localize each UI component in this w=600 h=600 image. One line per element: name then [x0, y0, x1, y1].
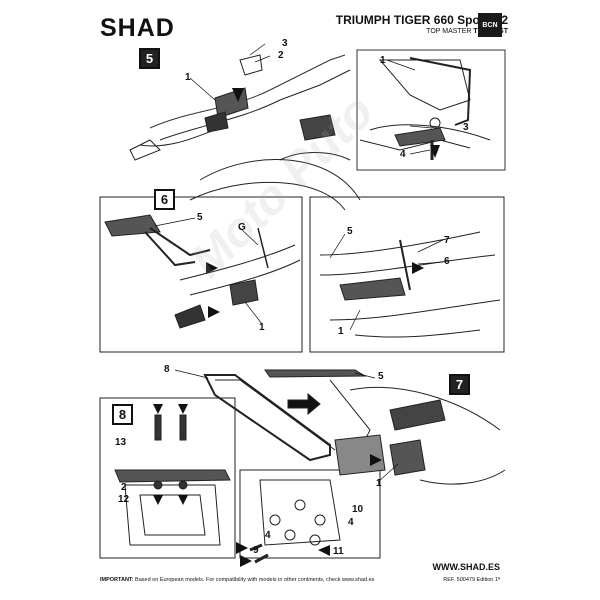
callout-s6-G: G — [238, 222, 246, 233]
step-8-badge: 8 — [112, 404, 133, 425]
callout-s7-5: 5 — [378, 371, 384, 382]
kit-prefix: TOP MASTER — [426, 28, 474, 35]
frame-8 — [99, 397, 236, 559]
callout-s5i-3: 3 — [463, 122, 469, 133]
callout-s8-13: 13 — [115, 437, 127, 448]
frame-6-inset — [309, 196, 505, 353]
callout-s5i-4: 4 — [400, 149, 406, 160]
website-link[interactable]: WWW.SHAD.ES — [432, 562, 501, 572]
important-note: IMPORTANT: Based on European models. For… — [100, 577, 374, 583]
callout-s8-4b: 4 — [265, 530, 271, 541]
inset-frame-5 — [356, 49, 506, 171]
callout-s6i-5: 5 — [347, 226, 353, 237]
callout-s5-2: 2 — [278, 50, 284, 61]
callout-s6-1: 1 — [259, 322, 265, 333]
callout-s5-3: 3 — [282, 38, 288, 49]
step-6-badge: 6 — [154, 189, 175, 210]
step-5-badge: 5 — [139, 48, 160, 69]
callout-s6i-1: 1 — [338, 326, 344, 337]
callout-s6i-6: 6 — [444, 256, 450, 267]
callout-s8-2: 2 — [121, 482, 127, 493]
callout-s8-4a: 4 — [348, 517, 354, 528]
callout-s5i-1: 1 — [380, 55, 386, 66]
model-title: TRIUMPH TIGER 660 Sport '22 — [335, 13, 508, 27]
brand-logo: SHAD — [100, 14, 175, 42]
frame-6 — [99, 196, 303, 353]
frame-8-inset — [239, 469, 381, 559]
callout-s8-10: 10 — [352, 504, 364, 515]
important-text: Based on European models. For compatibil… — [133, 577, 375, 583]
important-label: IMPORTANT: — [100, 577, 134, 583]
callout-s8-11: 11 — [333, 546, 344, 557]
callout-s7-8: 8 — [164, 364, 170, 375]
callout-s7-1: 1 — [376, 478, 382, 489]
callout-s6i-7: 7 — [444, 235, 450, 246]
callout-s5-1: 1 — [185, 72, 191, 83]
step-7-badge: 7 — [449, 374, 470, 395]
callout-s8-12: 12 — [118, 494, 130, 505]
callout-s8-9: 9 — [253, 545, 259, 556]
region-badge: BCN — [478, 13, 502, 37]
callout-s6-5: 5 — [197, 212, 203, 223]
reference-code: REF. 500479 Edition 1ª — [443, 577, 500, 583]
